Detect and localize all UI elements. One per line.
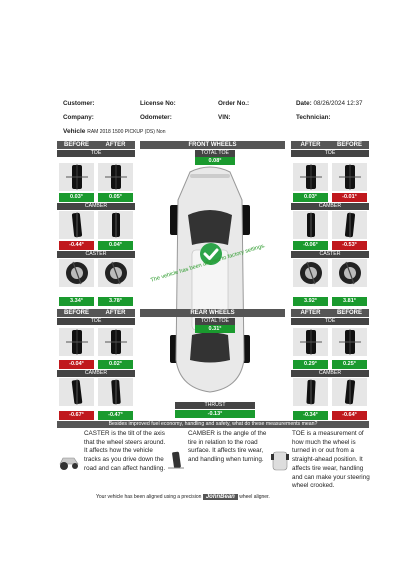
front-left-toe-label: TOE	[57, 150, 135, 157]
rear-left-camber-after: -0.47°	[98, 411, 133, 420]
front-left-camber-after: 0.04°	[98, 241, 133, 250]
front-right-camber-label: CAMBER	[291, 203, 369, 210]
thrust-value: -0.13°	[175, 410, 255, 418]
caster-explanation: CASTER is the tilt of the axis that the …	[84, 430, 166, 472]
rear-left-camber-label: CAMBER	[57, 370, 135, 377]
wheel-camber-icon	[293, 378, 328, 406]
camber-explanation: CAMBER is the angle of the tire in relat…	[188, 430, 267, 464]
wheel-toe-icon	[59, 163, 94, 191]
wheel-camber-icon	[59, 211, 94, 239]
footer-prefix: Your vehicle has been aligned using a pr…	[96, 494, 202, 500]
wheel-toe-icon	[332, 328, 367, 356]
front-right-toe-before: -0.01°	[332, 193, 367, 202]
rear-right-camber-before: -0.64°	[332, 411, 367, 420]
rear-wheels-title: REAR WHEELS	[140, 309, 285, 317]
wheel-camber-icon	[98, 211, 133, 239]
front-wheels-title: FRONT WHEELS	[140, 141, 285, 149]
date-label: Date:	[296, 100, 312, 107]
front-before-right-header: BEFORE	[330, 141, 369, 149]
wheel-toe-icon	[293, 328, 328, 356]
rear-right-toe-before: 0.25°	[332, 360, 367, 369]
front-left-toe-after: 0.05°	[98, 193, 133, 202]
wheel-camber-icon	[293, 211, 328, 239]
thrust-label: THRUST	[175, 402, 255, 409]
rear-right-camber-label: CAMBER	[291, 370, 369, 377]
toe-explanation: TOE is a measurement of how much the whe…	[292, 430, 370, 490]
front-right-caster-label: CASTER	[291, 251, 369, 258]
front-right-camber-before: -0.53°	[332, 241, 367, 250]
front-right-toe-after: 0.03°	[293, 193, 328, 202]
front-left-toe-before: 0.03°	[59, 193, 94, 202]
front-left-caster-before: 3.34°	[59, 297, 94, 306]
vin-label: VIN:	[218, 114, 231, 121]
license-label: License No:	[140, 100, 176, 107]
wheel-camber-icon	[59, 378, 94, 406]
wheel-camber-icon	[332, 211, 367, 239]
odometer-label: Odometer:	[140, 114, 172, 121]
rear-before-right-header: BEFORE	[330, 309, 369, 317]
wheel-toe-icon	[59, 328, 94, 356]
technician-label: Technician:	[296, 114, 331, 121]
vehicle-label: Vehicle	[63, 128, 86, 135]
order-label: Order No.:	[218, 100, 250, 107]
rear-total-toe-label: TOTAL TOE	[195, 318, 235, 325]
footer-note: Your vehicle has been aligned using a pr…	[96, 494, 270, 500]
front-before-left-header: BEFORE	[57, 141, 96, 149]
rear-right-camber-after: -0.34°	[293, 411, 328, 420]
front-right-caster-after: 3.92°	[293, 297, 328, 306]
front-left-caster-after: 3.78°	[98, 297, 133, 306]
front-total-toe-value: 0.08°	[195, 157, 235, 165]
front-after-right-header: AFTER	[291, 141, 330, 149]
vehicle-value: RAM 2018 1500 PICKUP (DS) Non	[87, 129, 166, 135]
rear-left-toe-after: 0.02°	[98, 360, 133, 369]
front-right-camber-after: -0.06°	[293, 241, 328, 250]
rear-after-right-header: AFTER	[291, 309, 330, 317]
wheel-camber-explain-icon	[166, 450, 186, 475]
rear-after-left-header: AFTER	[96, 309, 135, 317]
wheel-camber-icon	[332, 378, 367, 406]
rear-left-camber-before: -0.67°	[59, 411, 94, 420]
wheel-toe-icon	[98, 328, 133, 356]
check-icon	[200, 243, 222, 265]
wheel-toe-icon	[98, 163, 133, 191]
rear-left-toe-before: -0.04°	[59, 360, 94, 369]
wheel-camber-icon	[98, 378, 133, 406]
wheel-caster-icon	[98, 259, 133, 287]
front-left-camber-label: CAMBER	[57, 203, 135, 210]
wheel-caster-icon	[293, 259, 328, 287]
front-left-caster-label: CASTER	[57, 251, 135, 258]
rear-before-left-header: BEFORE	[57, 309, 96, 317]
rear-left-toe-label: TOE	[57, 318, 135, 325]
car-top-view-image	[160, 160, 260, 400]
rear-right-toe-label: TOE	[291, 318, 369, 325]
car-caster-icon	[58, 452, 80, 477]
front-left-camber-before: -0.44°	[59, 241, 94, 250]
footer-suffix: wheel aligner.	[239, 494, 270, 500]
date-value: 08/26/2024 12:37	[313, 100, 363, 107]
vehicle-info: Vehicle RAM 2018 1500 PICKUP (DS) Non	[63, 128, 166, 135]
rear-total-toe-value: 0.31°	[195, 325, 235, 333]
car-toe-icon	[270, 450, 290, 477]
company-label: Company:	[63, 114, 94, 121]
date-field: Date: 08/26/2024 12:37	[296, 100, 363, 107]
front-after-left-header: AFTER	[96, 141, 135, 149]
measurements-question: Besides improved fuel economy, handling …	[57, 421, 369, 428]
front-right-caster-before: 3.81°	[332, 297, 367, 306]
front-right-toe-label: TOE	[291, 150, 369, 157]
rear-right-toe-after: 0.29°	[293, 360, 328, 369]
front-total-toe-label: TOTAL TOE	[195, 150, 235, 157]
wheel-caster-icon	[59, 259, 94, 287]
wheel-caster-icon	[332, 259, 367, 287]
customer-label: Customer:	[63, 100, 95, 107]
wheel-toe-icon	[332, 163, 367, 191]
johnbean-logo: JohnBean	[202, 494, 238, 500]
wheel-toe-icon	[293, 163, 328, 191]
